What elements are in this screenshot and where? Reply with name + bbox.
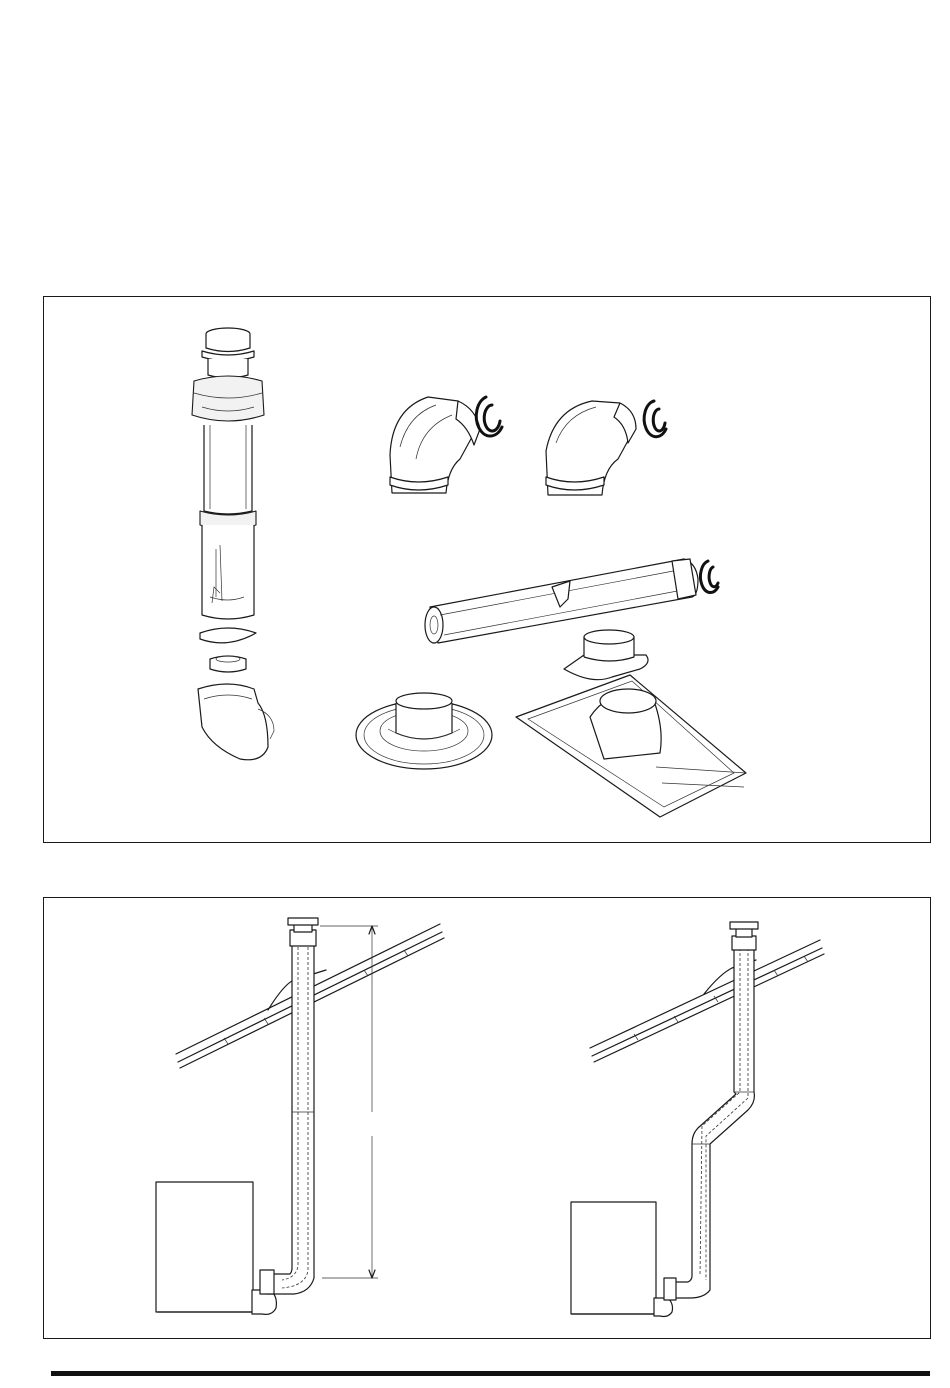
installation-panel (43, 897, 931, 1339)
pitched-roof-flashing (516, 630, 746, 817)
elbow-45 (546, 401, 666, 495)
components-drawing (44, 297, 932, 844)
boiler (571, 1202, 656, 1314)
straight-vertical-flue (156, 918, 444, 1314)
vertical-flue-terminal (192, 328, 274, 760)
footer-rule (51, 1371, 930, 1376)
extension-pipe (425, 559, 718, 643)
boiler (156, 1182, 253, 1312)
elbow-90 (390, 397, 502, 493)
installation-drawing (44, 898, 932, 1340)
components-panel (43, 296, 931, 843)
offset-vertical-flue (571, 922, 824, 1317)
flat-roof-flashing (356, 693, 492, 769)
